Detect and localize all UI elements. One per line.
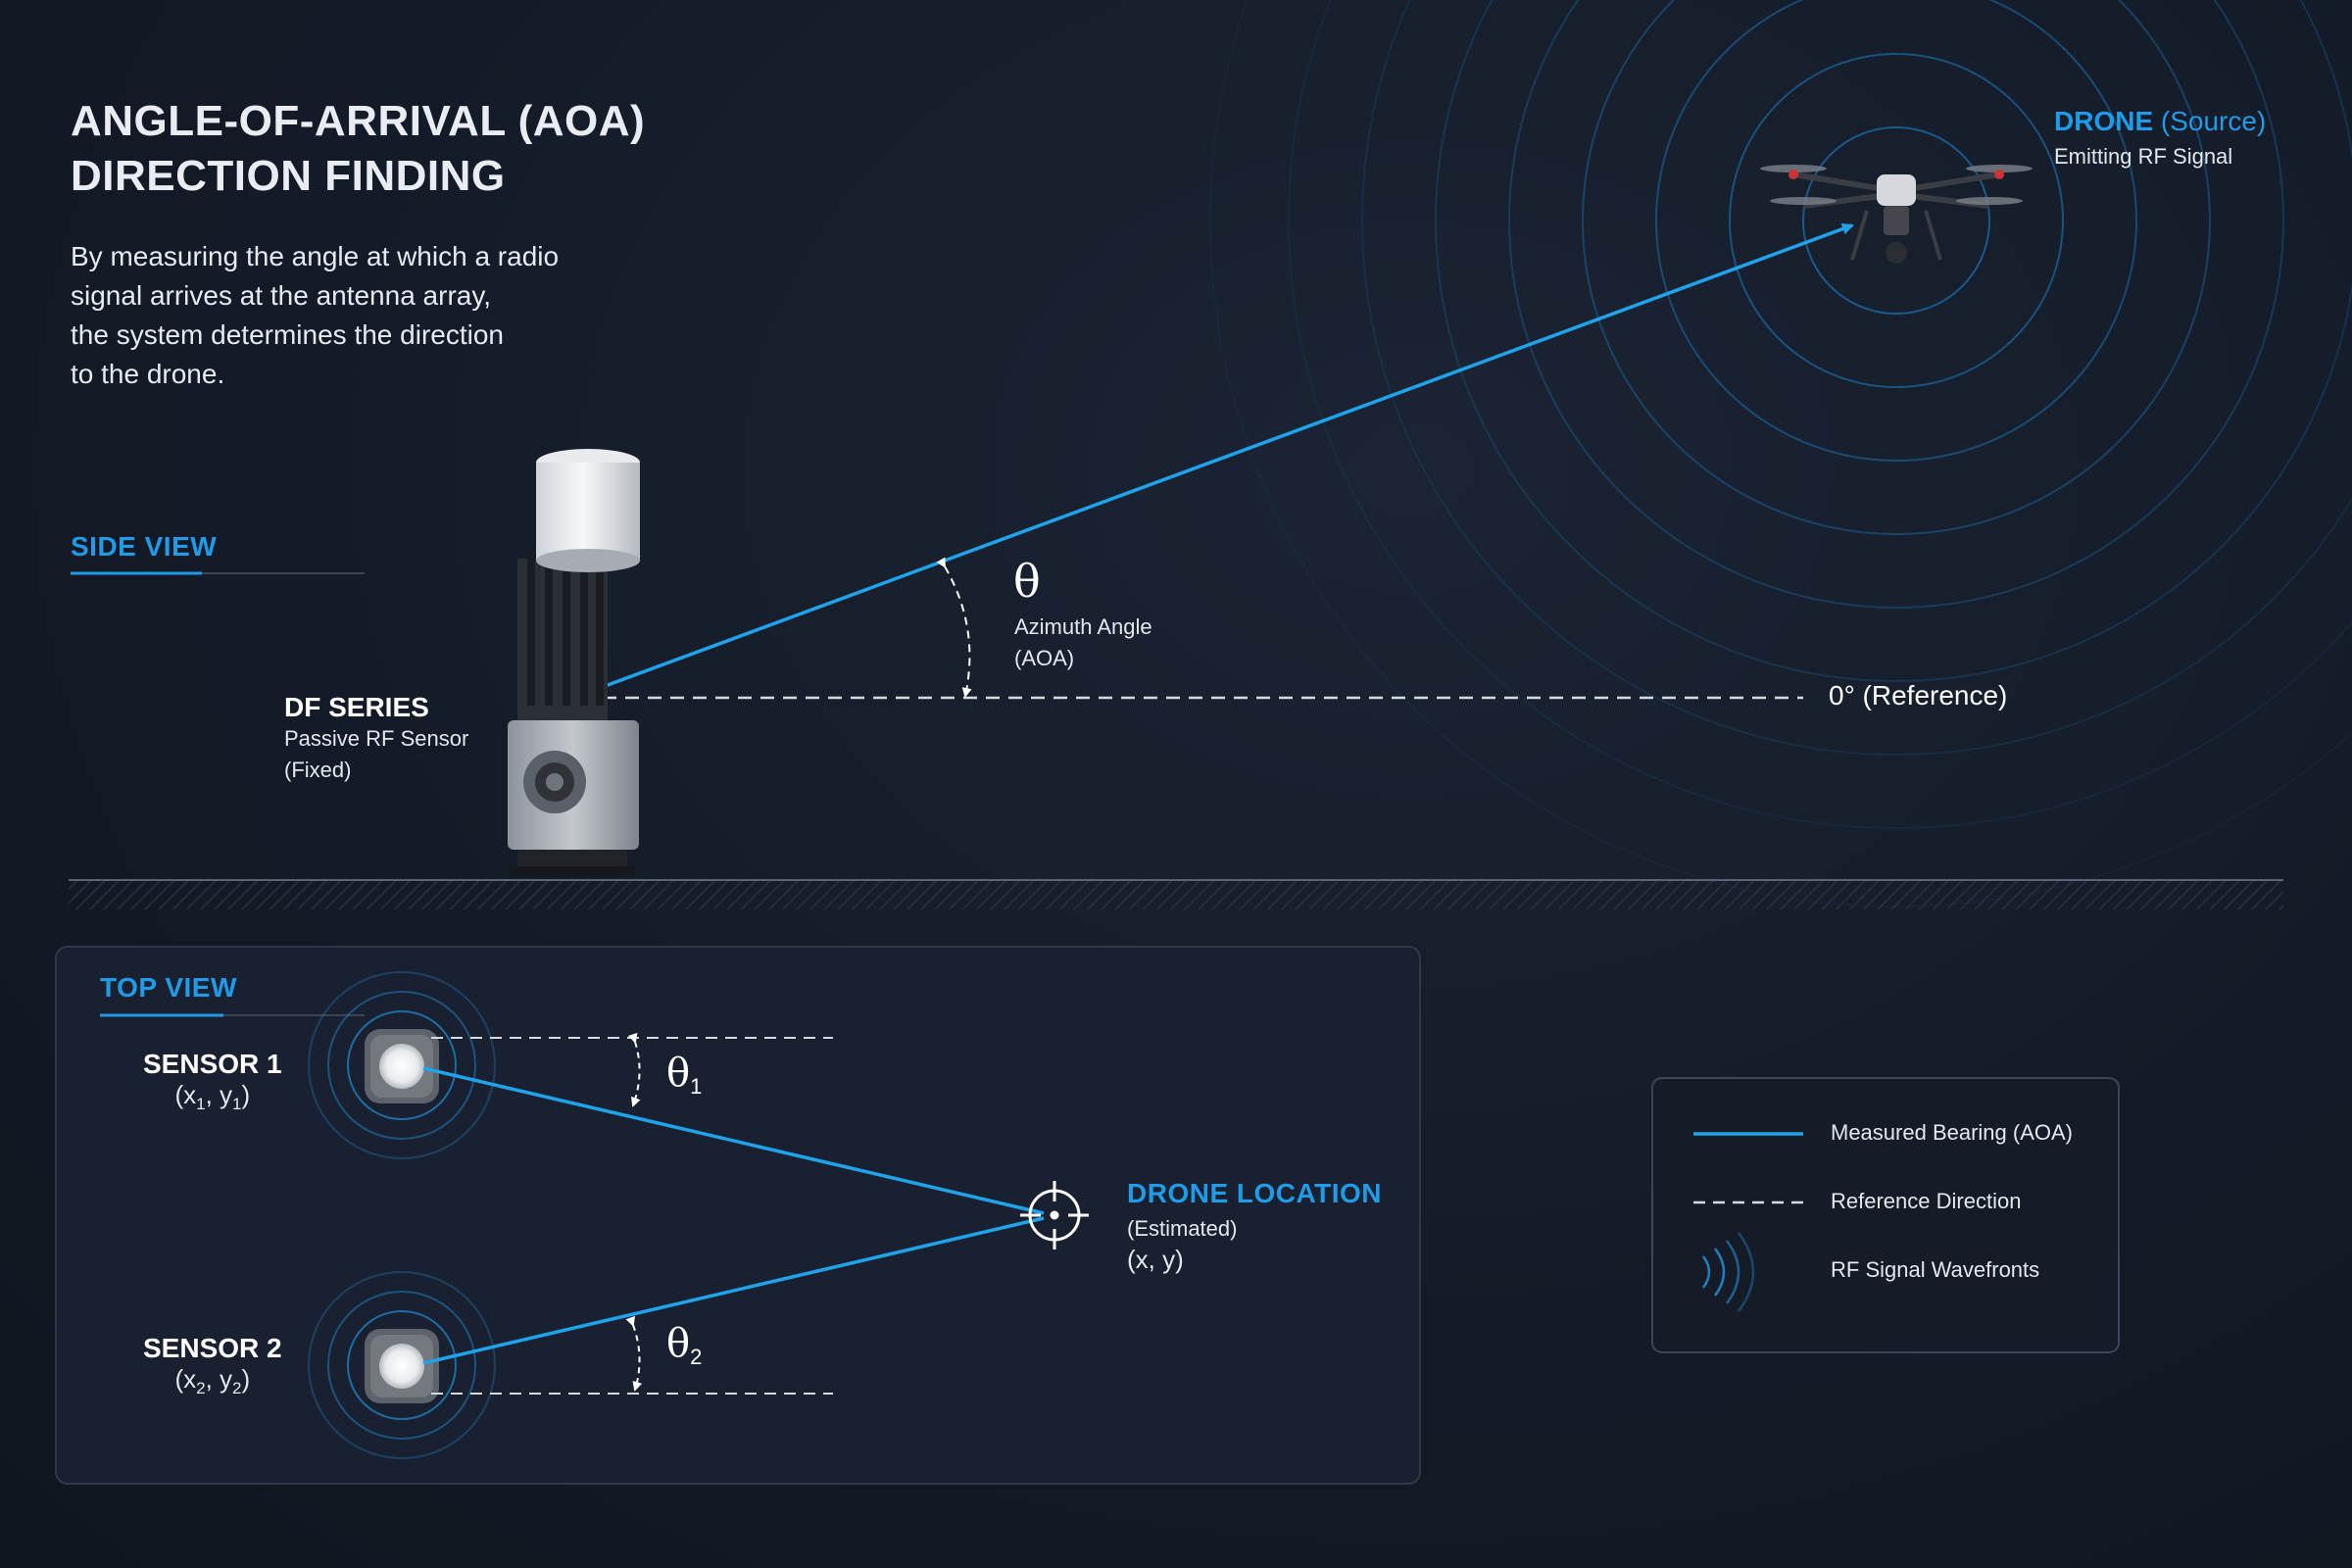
angle-line-1: Azimuth Angle: [1014, 614, 1152, 639]
wavefront-icon: [1701, 1232, 1755, 1312]
drone-location-title: DRONE LOCATION: [1127, 1178, 1383, 1208]
sensor1-rings: [308, 971, 496, 1159]
sensor1-bearing: [422, 1066, 1045, 1215]
theta2-arc: [625, 1315, 643, 1392]
rf-wavefronts: [1209, 0, 2352, 907]
legend-item-wavefronts: RF Signal Wavefronts: [1831, 1257, 2040, 1282]
drone-title: DRONE: [2054, 106, 2154, 136]
theta-symbol: θ: [1013, 555, 1041, 608]
sensor2-bearing: [422, 1216, 1045, 1365]
drone-subtitle: Emitting RF Signal: [2054, 144, 2233, 169]
legend-box: [1651, 1077, 2120, 1353]
bearing-line: [599, 222, 1854, 690]
sensor1-coord: (x1, y1): [174, 1080, 251, 1114]
sensor1-name: SENSOR 1: [143, 1049, 282, 1079]
title-line-1: ANGLE-OF-ARRIVAL (AOA): [71, 97, 646, 145]
theta2-label: θ2: [666, 1321, 703, 1369]
sensor2-name: SENSOR 2: [143, 1333, 282, 1363]
sensor2-rings: [308, 1271, 496, 1459]
sensor2-device: [365, 1329, 439, 1403]
top-view-label: TOP VIEW: [100, 972, 237, 1003]
theta1-arc: [627, 1032, 641, 1107]
description-line: to the drone.: [71, 359, 225, 389]
sensor2-coord: (x2, y2): [174, 1364, 251, 1398]
drone-location-estimated: (Estimated): [1127, 1216, 1238, 1241]
sensor2-caption: SENSOR 2 (x2, y2): [143, 1333, 282, 1398]
drone-suffix: (Source): [2160, 106, 2267, 136]
theta1-label: θ1: [666, 1051, 703, 1099]
description: By measuring the angle at which a radio …: [71, 237, 559, 394]
ground: [69, 879, 2283, 909]
title-line-2: DIRECTION FINDING: [71, 152, 506, 200]
crosshair-icon: [1020, 1181, 1089, 1250]
drone-location-caption: DRONE LOCATION (Estimated) (x, y): [1127, 1178, 1382, 1275]
drone-graphic: [1760, 165, 2033, 264]
description-line: By measuring the angle at which a radio: [71, 241, 560, 271]
angle-caption: Azimuth Angle (AOA): [1014, 612, 1152, 674]
description-line: signal arrives at the antenna array,: [71, 280, 492, 311]
legend-item-bearing: Measured Bearing (AOA): [1831, 1120, 2073, 1145]
sensor1-device: [365, 1029, 439, 1103]
side-view-label: SIDE VIEW: [71, 531, 218, 562]
sensor-line-1: Passive RF Sensor: [284, 726, 469, 751]
description-line: the system determines the direction: [71, 319, 504, 350]
sensor-line-2: (Fixed): [284, 758, 352, 782]
sensor-caption: DF SERIES Passive RF Sensor (Fixed): [284, 692, 468, 786]
legend-item-reference: Reference Direction: [1831, 1189, 2022, 1213]
df-sensor-tower: [508, 449, 640, 876]
reference-label: 0° (Reference): [1829, 680, 2008, 710]
sensor1-caption: SENSOR 1 (x1, y1): [143, 1049, 282, 1114]
sensor-name: DF SERIES: [284, 692, 429, 722]
drone-caption: DRONE (Source) Emitting RF Signal: [2054, 106, 2266, 172]
theta-arc: [936, 557, 972, 698]
page-title: ANGLE-OF-ARRIVAL (AOA) DIRECTION FINDING: [71, 94, 645, 204]
drone-location-xy: (x, y): [1127, 1245, 1184, 1274]
angle-line-2: (AOA): [1014, 646, 1075, 670]
